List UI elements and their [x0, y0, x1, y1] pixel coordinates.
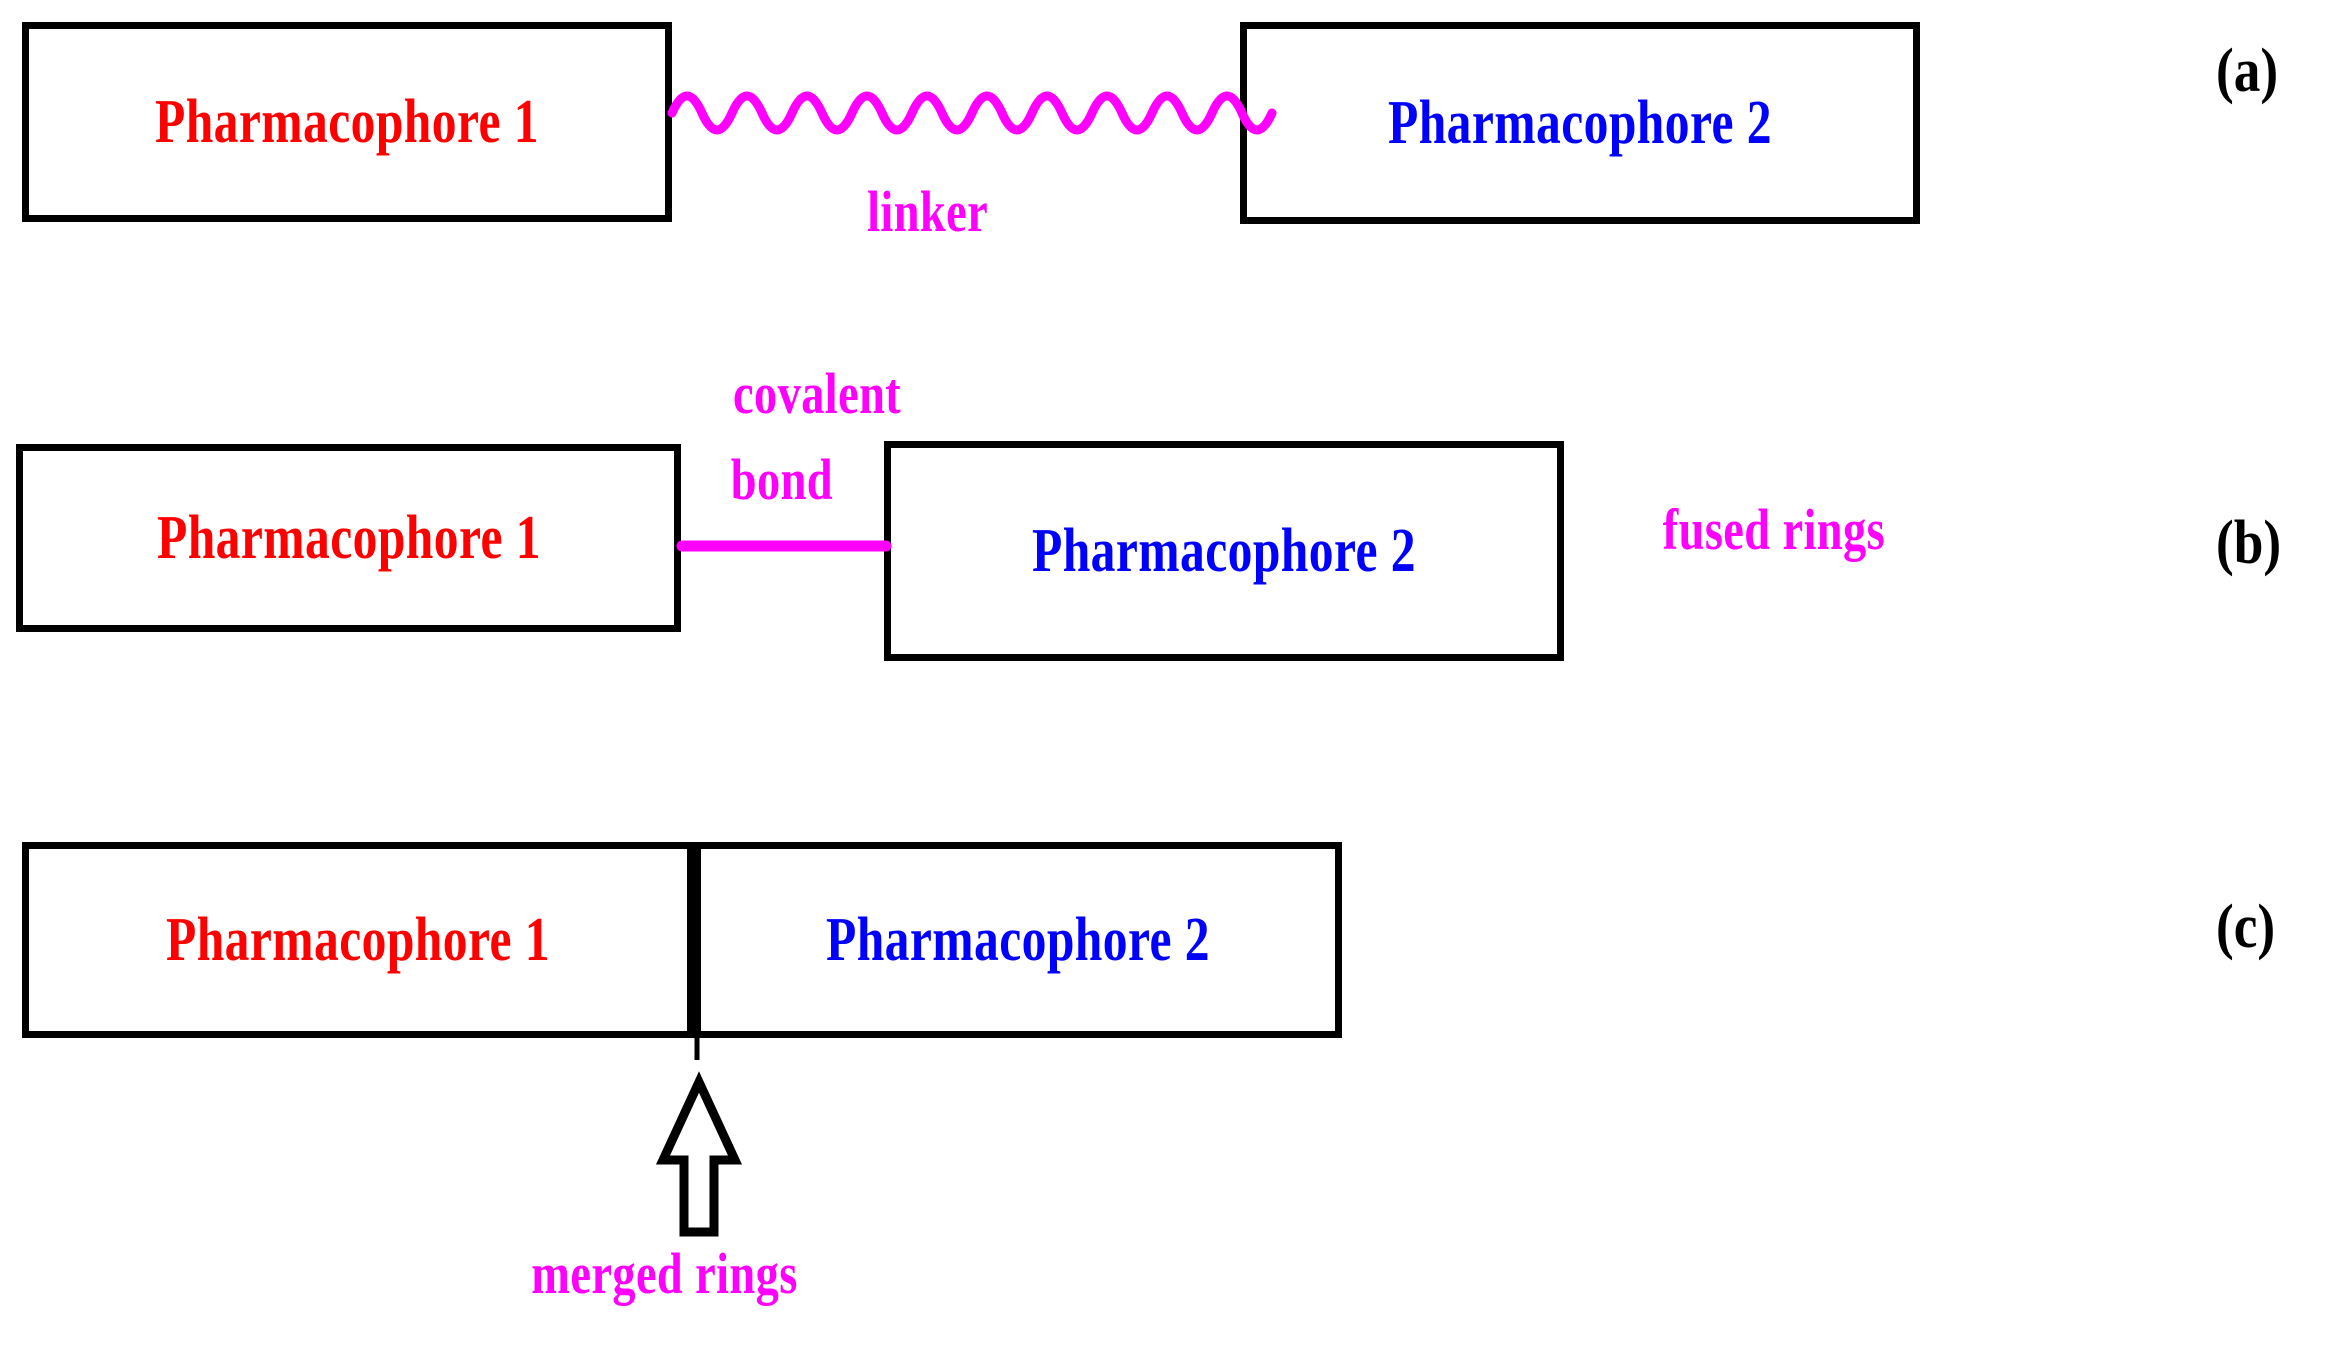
linker-label: linker	[867, 179, 989, 244]
linker-wavy-line	[667, 91, 1277, 135]
covalent-bond-label-line2: bond	[730, 447, 834, 512]
panel-a-pharmacophore-1-box: Pharmacophore 1	[22, 22, 672, 222]
panel-c-pharmacophore-2-box: Pharmacophore 2	[694, 842, 1342, 1038]
panel-b-pharmacophore-2-label: Pharmacophore 2	[1032, 517, 1416, 585]
panel-c-pharmacophore-2-label: Pharmacophore 2	[826, 906, 1210, 974]
panel-b-pharmacophore-1-label: Pharmacophore 1	[156, 504, 541, 572]
panel-b-pharmacophore-1-box: Pharmacophore 1	[16, 444, 681, 632]
panel-c-pharmacophore-1-label: Pharmacophore 1	[166, 906, 550, 974]
panel-c-pharmacophore-1-box: Pharmacophore 1	[22, 842, 694, 1038]
panel-tag-a: (a)	[2216, 37, 2279, 105]
panel-a-pharmacophore-1-label: Pharmacophore 1	[155, 88, 539, 156]
panel-tag-b: (b)	[2216, 509, 2282, 577]
merged-rings-label: merged rings	[531, 1241, 798, 1306]
panel-tag-c: (c)	[2216, 893, 2276, 961]
panel-b-pharmacophore-2-box: Pharmacophore 2	[884, 441, 1564, 661]
panel-a-pharmacophore-2-box: Pharmacophore 2	[1240, 22, 1920, 224]
fused-rings-label: fused rings	[1662, 497, 1886, 562]
merged-rings-up-arrow-icon	[655, 1071, 743, 1237]
covalent-bond-label-line1: covalent	[733, 361, 902, 426]
panel-a-pharmacophore-2-label: Pharmacophore 2	[1388, 89, 1772, 157]
